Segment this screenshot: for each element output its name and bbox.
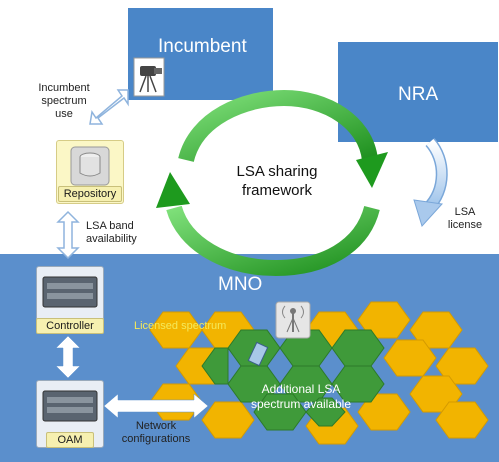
repository-label: Repository	[58, 186, 122, 202]
additional-line2: spectrum available	[250, 397, 352, 411]
lsa-band-availability-label: LSA band availability	[86, 220, 137, 246]
server-icon	[42, 390, 98, 422]
lsa-framework-line2: framework	[241, 182, 312, 199]
additional-line1: Additional LSA	[261, 382, 341, 396]
incumbent-spectrum-use-label: Incumbent spectrum use	[32, 82, 96, 121]
cycle-arrow-top	[178, 89, 378, 163]
lsa-framework-title: LSA sharing framework	[222, 162, 332, 200]
controller-oam-arrow	[55, 335, 81, 379]
database-icon	[70, 146, 110, 186]
lsa-license-line1: LSA	[454, 206, 476, 218]
network-configurations-label: Network configurations	[108, 420, 204, 446]
oam-label: OAM	[46, 432, 94, 448]
nra-label: NRA	[398, 84, 439, 105]
cycle-arrowhead-left	[156, 172, 190, 208]
network-config-arrow	[103, 393, 209, 419]
lsa-license-line2: license	[447, 219, 483, 231]
network-line2: configurations	[121, 433, 191, 445]
antenna-icon	[275, 301, 311, 339]
lsa-band-arrow	[56, 210, 80, 260]
licensed-spectrum-label: Licensed spectrum	[134, 320, 227, 332]
incumbent-use-line2: spectrum	[41, 95, 87, 107]
nra-box	[338, 42, 498, 142]
lsa-band-line1: LSA band	[86, 220, 134, 232]
network-line1: Network	[135, 420, 177, 432]
incumbent-use-line3: use	[55, 108, 73, 120]
lsa-hexagons	[201, 329, 385, 431]
lsa-license-label: LSA license	[440, 206, 490, 232]
lsa-framework-line1: LSA sharing	[236, 163, 318, 180]
server-icon	[42, 276, 98, 308]
cycle-arrowhead-right	[356, 152, 388, 188]
mno-label: MNO	[218, 274, 263, 295]
controller-label: Controller	[36, 318, 104, 334]
cycle-arrow-bottom	[166, 205, 380, 277]
lsa-band-line2: availability	[86, 233, 137, 245]
additional-lsa-label: Additional LSA spectrum available	[236, 382, 366, 412]
incumbent-label: Incumbent	[158, 36, 247, 57]
camera-icon	[133, 57, 165, 97]
incumbent-spectrum-arrow	[89, 89, 129, 125]
phone-icon	[247, 341, 269, 367]
incumbent-use-line1: Incumbent	[38, 82, 90, 94]
